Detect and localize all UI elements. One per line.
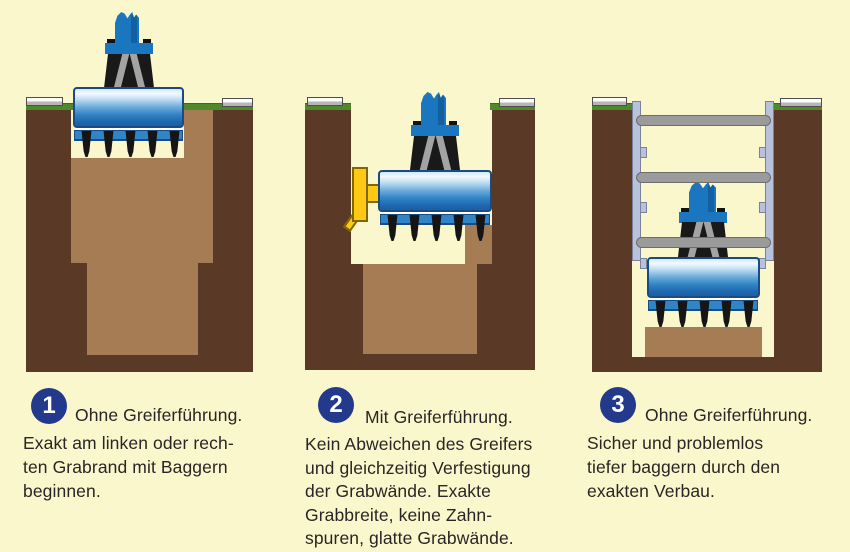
shoring-rail-bracket: [759, 258, 766, 269]
caption-line: Grabbreite, keine Zahn-: [305, 505, 493, 525]
grab-tooth: [125, 131, 136, 157]
caption-line: Ohne Greiferführung.: [645, 405, 813, 425]
grab-tooth: [81, 131, 92, 157]
caption-line: tiefer baggern durch den: [587, 457, 781, 477]
grab-tooth: [677, 301, 688, 327]
caption-line: exakten Verbau.: [587, 481, 715, 501]
road-plate: [780, 98, 822, 107]
housing-stripe: [435, 136, 452, 170]
road-plate: [26, 97, 63, 106]
step-2-number: 2: [329, 391, 343, 418]
caption-line: Sicher und problemlos: [587, 433, 764, 453]
shoring-rail-bracket: [759, 202, 766, 213]
caption-line: spuren, glatte Grabwände.: [305, 528, 514, 548]
road-plate: [499, 98, 535, 107]
grab-tooth: [431, 215, 442, 241]
grab-stem: [421, 92, 446, 125]
grab-teeth-band: [648, 300, 758, 327]
step-2-badge: 2: [318, 387, 354, 423]
step-1-badge: 1: [31, 388, 67, 424]
grab-tooth: [475, 215, 486, 241]
soil-to-excavate-lower: [363, 264, 477, 354]
housing-stripe: [129, 54, 146, 88]
grab-teeth-band: [74, 130, 183, 157]
grab-stem: [115, 12, 139, 44]
grab-mount-tab: [449, 121, 457, 125]
caption-line: Kein Abweichen des Greifers: [305, 434, 533, 454]
road-plate: [307, 97, 343, 106]
grab-stem-shade: [708, 185, 714, 213]
shoring-rail-bracket: [640, 202, 647, 213]
grab-cylinder: [378, 170, 492, 212]
grab-mount-tab: [717, 208, 725, 212]
cylinder-band-separator: [648, 298, 757, 300]
grab-tooth: [743, 301, 754, 327]
shoring-strut: [636, 115, 771, 126]
grab-tooth: [453, 215, 464, 241]
grab-flange: [679, 212, 727, 223]
shoring-rail-bracket: [640, 147, 647, 158]
shoring-rail-bracket: [759, 147, 766, 158]
road-plate: [222, 98, 253, 107]
grab-cylinder: [73, 87, 184, 128]
grab-tooth: [147, 131, 158, 157]
grab-mount-tab: [413, 121, 421, 125]
grab-cylinder: [647, 257, 760, 298]
step-3-badge: 3: [600, 387, 636, 423]
caption-line: und gleichzeitig Verfestigung: [305, 458, 531, 478]
shoring-strut: [636, 237, 771, 248]
road-plate: [592, 97, 627, 106]
housing-stripe: [419, 136, 435, 170]
caption-line: der Grabwände. Exakte: [305, 481, 491, 501]
soil-to-excavate-bottom: [645, 327, 762, 357]
caption-line: ten Grabrand mit Baggern: [23, 457, 228, 477]
grab-mount-tab: [681, 208, 689, 212]
grab-housing: [104, 54, 154, 88]
grab-flange: [411, 125, 459, 136]
caption-line: Exakt am linken oder rech-: [23, 433, 234, 453]
grab-tooth: [721, 301, 732, 327]
grab-tooth: [409, 215, 420, 241]
cylinder-band-separator: [74, 128, 183, 130]
grab-flange: [105, 43, 153, 54]
grab-mount-tab: [143, 39, 151, 43]
housing-stripe: [113, 54, 129, 88]
cylinder-band-separator: [380, 212, 490, 214]
grab-tooth: [655, 301, 666, 327]
grab-mount-tab: [107, 39, 115, 43]
soil-to-excavate-lower: [87, 263, 198, 355]
grab-stem-shade: [438, 95, 444, 125]
grab-tooth: [387, 215, 398, 241]
caption-line: Mit Greiferführung.: [365, 407, 513, 427]
caption-line: Ohne Greiferführung.: [75, 405, 243, 425]
grab-housing: [410, 136, 460, 170]
step-1-number: 1: [42, 392, 56, 419]
grab-tooth: [169, 131, 180, 157]
grass-strip: [184, 103, 253, 110]
caption-line: beginnen.: [23, 481, 101, 501]
shoring-strut: [636, 172, 771, 183]
step-3-number: 3: [611, 391, 625, 418]
grab-teeth-band: [380, 214, 490, 241]
shoring-rail-bracket: [640, 258, 647, 269]
grab-tooth: [699, 301, 710, 327]
grab-tooth: [103, 131, 114, 157]
grab-stem-shade: [131, 15, 137, 44]
